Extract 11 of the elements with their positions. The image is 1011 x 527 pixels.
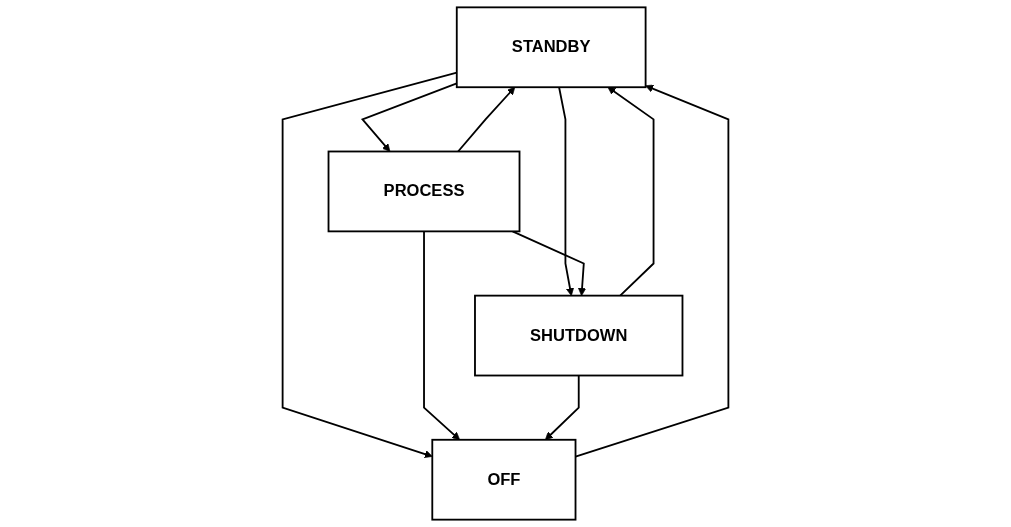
node-box: SHUTDOWN (474, 294, 684, 377)
arrow (511, 230, 587, 296)
arrow (558, 86, 574, 296)
arrow (423, 230, 460, 441)
arrow (457, 86, 516, 153)
node-box: PROCESS (327, 150, 521, 233)
node-box: OFF (431, 438, 577, 521)
arrow (545, 374, 580, 441)
arrow (281, 71, 458, 458)
node-box: STANDBY (455, 6, 647, 89)
arrow (607, 86, 655, 297)
